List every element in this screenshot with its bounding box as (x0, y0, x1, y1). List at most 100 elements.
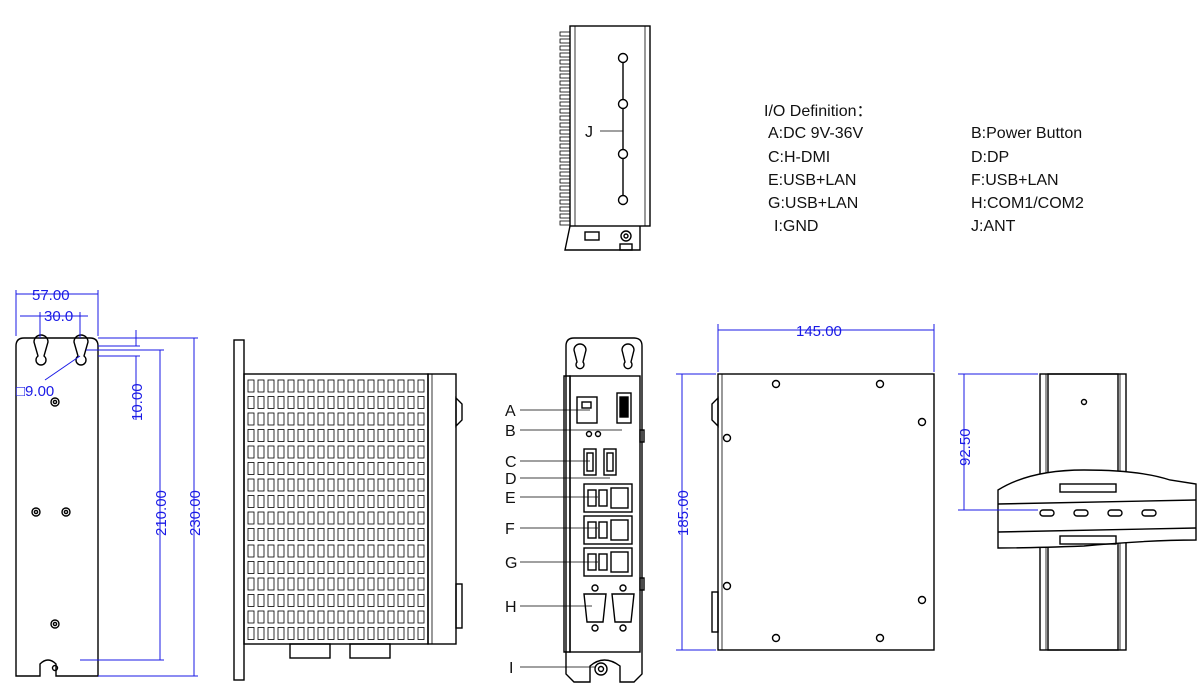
io-item-c: C:H-DMI (768, 149, 831, 166)
fin-slot (327, 544, 335, 558)
fin-slot (317, 478, 325, 492)
fin-slot (287, 511, 295, 525)
fin-slot (407, 396, 415, 409)
fin-slot (297, 396, 305, 409)
fin-slot (417, 379, 425, 393)
fin-slot (317, 511, 325, 525)
fin (559, 87, 571, 93)
fin-slot (417, 429, 425, 442)
fin (559, 185, 571, 191)
fin-slot (417, 396, 425, 409)
fin-slot (347, 594, 355, 607)
fin-slot (387, 577, 395, 591)
fin-slot (347, 412, 355, 426)
fin-slot (307, 577, 315, 591)
fin-slot (387, 478, 395, 492)
fin-slot (337, 412, 345, 426)
fin-slot (247, 577, 255, 591)
fin-slot (377, 528, 385, 541)
fin-slot (287, 462, 295, 475)
fin (559, 136, 571, 142)
fin-slot (407, 412, 415, 426)
fin-slot (297, 462, 305, 475)
plain-side-view: 145.00 185.00 (675, 323, 935, 651)
fin-slot (247, 610, 255, 624)
fin-slot (387, 610, 395, 624)
fin (559, 31, 571, 37)
fin (559, 143, 571, 149)
fin-slot (317, 445, 325, 459)
fin-slot (287, 445, 295, 459)
fin-slot (367, 462, 375, 475)
fin-slot (247, 396, 255, 409)
fin-slot (397, 495, 405, 508)
dim-rail-92: 92.50 (957, 428, 974, 466)
fin-slot (307, 528, 315, 541)
fin (559, 94, 571, 100)
fin-slot (257, 396, 265, 409)
fin-slot (377, 627, 385, 640)
callout-f: F (505, 521, 515, 538)
dim-height-230: 230.00 (187, 490, 204, 536)
callout-j: J (585, 124, 593, 141)
fin-slot (287, 412, 295, 426)
io-title: I/O Definition： (764, 103, 873, 120)
fin-slot (267, 528, 275, 541)
fin-slot (407, 528, 415, 541)
fin-slot (267, 610, 275, 624)
fin-slot (287, 478, 295, 492)
fin-slot (367, 412, 375, 426)
fin-slot (337, 478, 345, 492)
fin-slot (297, 478, 305, 492)
io-item-g: G:USB+LAN (768, 195, 859, 212)
fin (559, 206, 571, 212)
top-view-fins (559, 31, 571, 226)
fin-slot (307, 445, 315, 459)
fin-slot (297, 594, 305, 607)
fin-slot (297, 561, 305, 574)
fin-slot (417, 445, 425, 459)
dim-width-145: 145.00 (796, 323, 842, 340)
fin-slot (357, 429, 365, 442)
fin-slot (367, 528, 375, 541)
fin-slot (357, 511, 365, 525)
fin-slot (267, 445, 275, 459)
fin-slot (337, 577, 345, 591)
fin-slot (267, 429, 275, 442)
fin-slot (397, 462, 405, 475)
fin-slot (307, 594, 315, 607)
fin-slot (257, 462, 265, 475)
fin-slot (287, 544, 295, 558)
dim-inner-210: 210.00 (153, 490, 170, 536)
fin-slot (317, 412, 325, 426)
fin-slot (257, 528, 265, 541)
fin-slot (267, 478, 275, 492)
fin-slot (327, 511, 335, 525)
fin-slot (367, 561, 375, 574)
fin (559, 157, 571, 163)
fin-slot (397, 594, 405, 607)
fin-slot (377, 544, 385, 558)
fin-slot (307, 462, 315, 475)
fin-slot (417, 610, 425, 624)
fin-slot (257, 577, 265, 591)
fin-slot (327, 429, 335, 442)
fin-slot (347, 577, 355, 591)
fin (559, 108, 571, 114)
fin-slot (417, 511, 425, 525)
fin (559, 122, 571, 128)
fin-slot (387, 396, 395, 409)
fin-slot (287, 379, 295, 393)
fin-slot (257, 610, 265, 624)
fin-slot (247, 462, 255, 475)
fin-slot (377, 478, 385, 492)
callout-e: E (505, 490, 516, 507)
fin-slot (287, 594, 295, 607)
callout-d: D (505, 471, 517, 488)
fin-slot (417, 412, 425, 426)
fin-slot (397, 544, 405, 558)
fin-slot (347, 561, 355, 574)
fin-slot (397, 511, 405, 525)
fin-slot (277, 511, 285, 525)
fin-slot (267, 412, 275, 426)
